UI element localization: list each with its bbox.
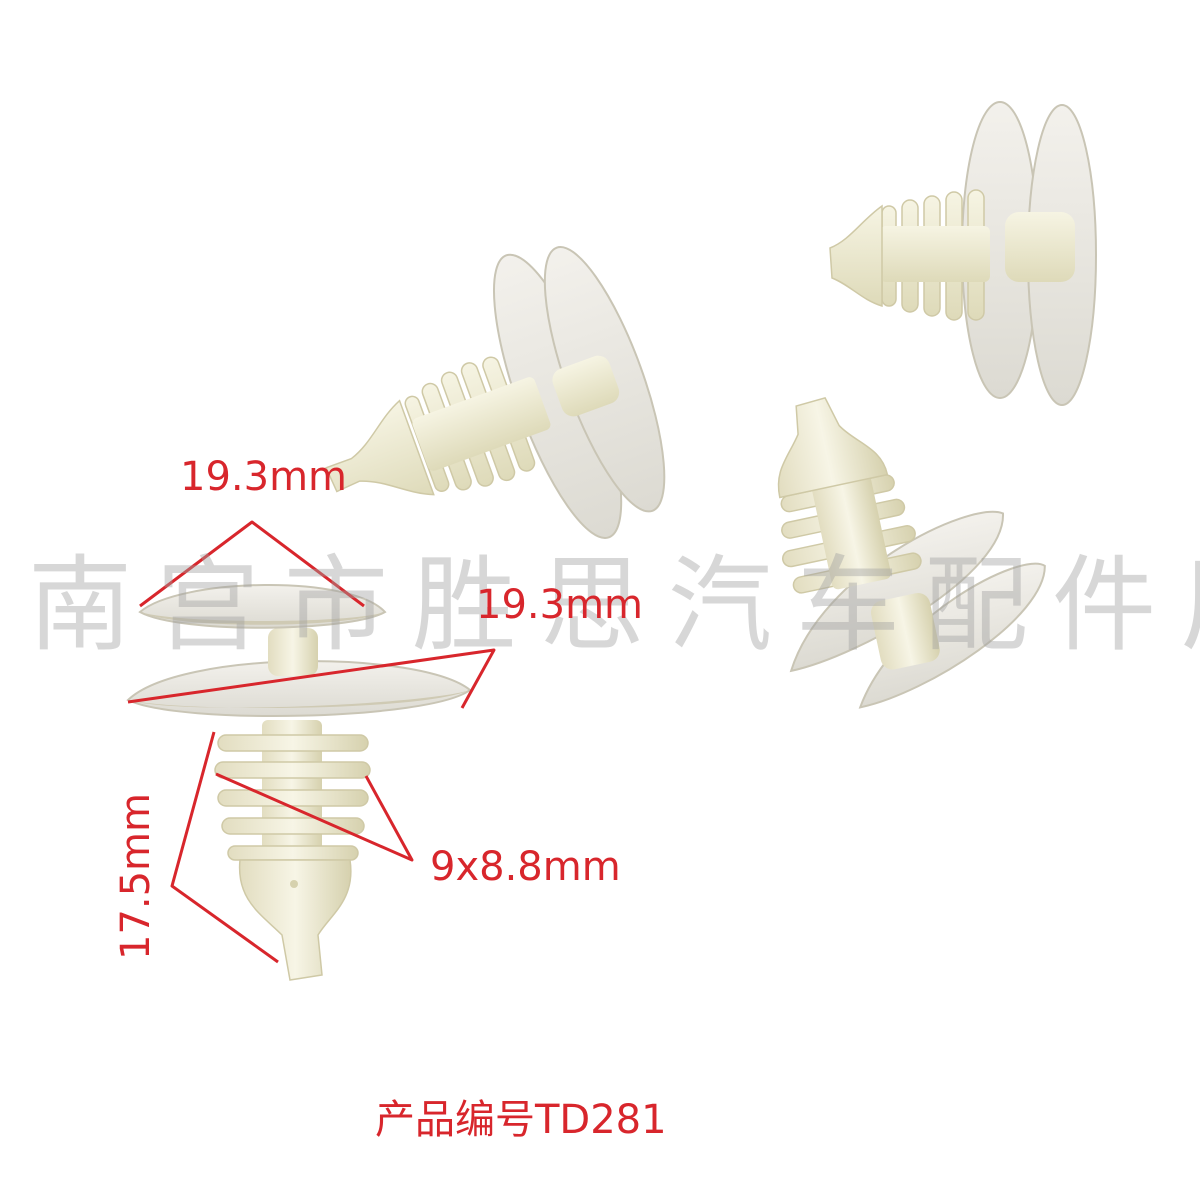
clip-right — [777, 396, 1046, 709]
main-clip-tip — [238, 859, 352, 981]
dim-label-lower-flange: 19.3mm — [476, 582, 643, 628]
clip-middle — [325, 246, 666, 539]
dim-line-lower-flange — [127, 648, 496, 709]
dim-label-stem: 9x8.8mm — [430, 844, 621, 890]
dim-label-top-head: 19.3mm — [180, 454, 347, 500]
main-clip-top-head — [138, 584, 387, 629]
product-code-caption: 产品编号TD281 — [375, 1097, 667, 1143]
dim-line-stem — [215, 772, 414, 862]
clip-top-right — [829, 101, 1097, 406]
main-clip — [126, 584, 472, 981]
dim-line-top-head — [139, 520, 365, 608]
dim-line-length — [170, 731, 279, 964]
dim-label-length: 17.5mm — [113, 793, 159, 960]
main-clip-ribs — [214, 734, 371, 861]
dimension-lines — [127, 520, 496, 964]
watermark-text: 南宫市胜思汽车配件厂 — [28, 544, 1200, 666]
